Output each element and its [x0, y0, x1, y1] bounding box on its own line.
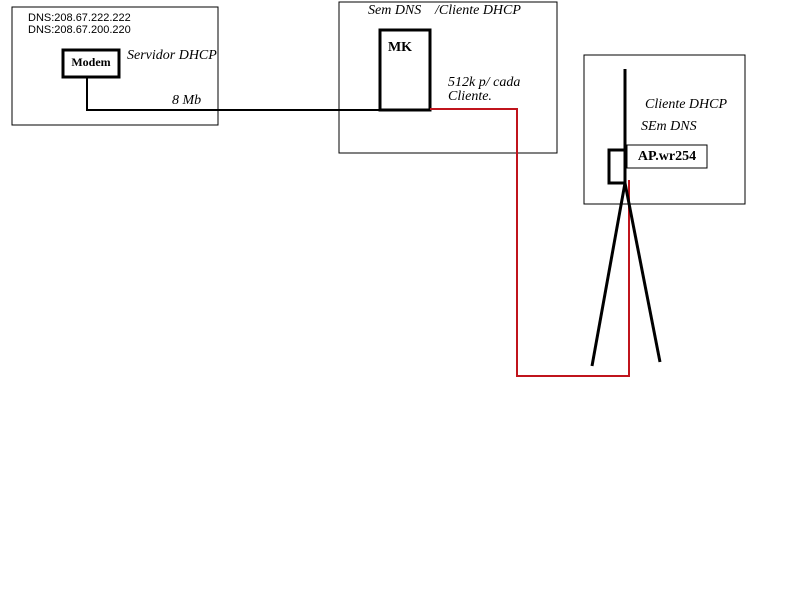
- link-modem-mk-wire: [86, 77, 380, 111]
- mk-router-label: MK: [388, 40, 412, 55]
- antenna-mount: [607, 148, 627, 185]
- modem-label: Modem: [71, 55, 110, 69]
- link-mk-ap-wire: [430, 108, 630, 377]
- modem-box: [61, 48, 121, 79]
- dhcp-client-label: /Cliente DHCP: [434, 3, 521, 18]
- tripod-antenna-icon: [590, 69, 662, 367]
- no-dns-label: Sem DNS: [368, 3, 421, 18]
- middle-site-frame: [338, 1, 558, 154]
- left-site-frame: [11, 6, 219, 126]
- tripod-leg-right: [623, 182, 662, 363]
- link-bandwidth-label: 8 Mb: [172, 93, 201, 108]
- dhcp-server-label: Servidor DHCP: [127, 48, 217, 63]
- ap-box: [626, 144, 708, 169]
- bandwidth-per-client-line1: 512k p/ cada: [448, 75, 520, 90]
- tripod-leg-left: [590, 182, 627, 367]
- client-dhcp-label: Cliente DHCP: [645, 97, 727, 112]
- no-dns-client-label: SEm DNS: [641, 119, 697, 134]
- dns-secondary-text: DNS:208.67.200.220: [28, 24, 131, 36]
- dns-primary-text: DNS:208.67.222.222: [28, 12, 131, 24]
- mk-router-box: [378, 28, 432, 112]
- bandwidth-per-client-line2: Cliente.: [448, 89, 492, 104]
- right-site-frame: [583, 54, 746, 205]
- ap-label: AP.wr254: [638, 149, 696, 164]
